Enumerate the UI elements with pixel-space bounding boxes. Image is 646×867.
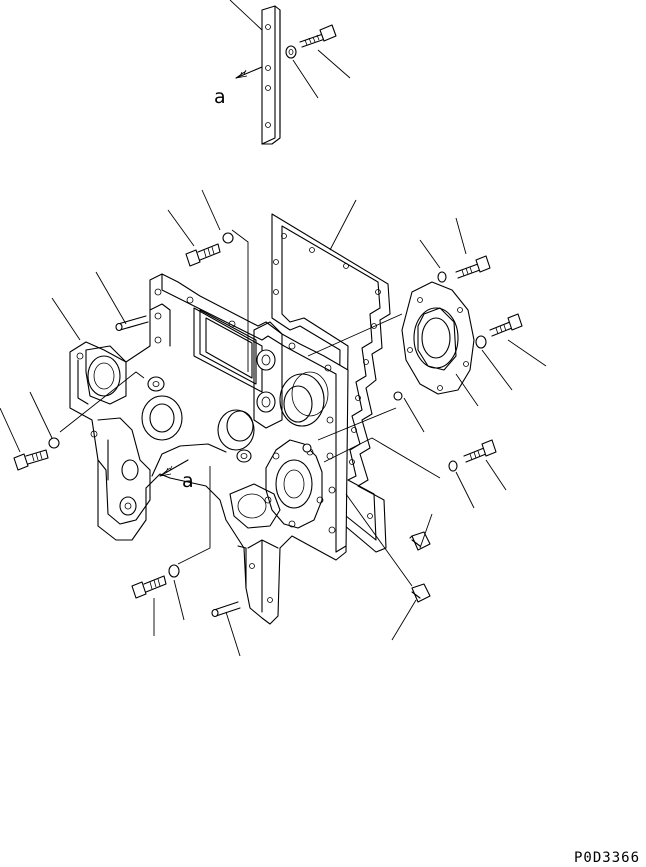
- reference-arrow-a-lower: a: [151, 443, 227, 492]
- leader-lines: [0, 189, 547, 657]
- dowel-pin-lower: [211, 601, 241, 618]
- cover-fastener: [302, 443, 312, 453]
- gear-case-front-cover: [69, 273, 349, 625]
- bracket-washer: [285, 45, 297, 59]
- washer-bottom: [168, 564, 180, 578]
- bracket-bolt: [299, 24, 337, 48]
- bracket-plate: [261, 5, 281, 145]
- washer-left: [48, 437, 60, 449]
- bolt-right-top: [455, 255, 491, 279]
- washer-upper-left: [222, 232, 234, 244]
- bolt-bottom: [131, 575, 167, 599]
- washer-right-middle: [475, 335, 487, 349]
- bolt-left: [13, 449, 49, 471]
- oil-seal-housing: [401, 281, 475, 395]
- washer-right-top: [437, 271, 447, 283]
- dowel-pin-upper: [115, 315, 149, 332]
- washer-right-lower: [448, 460, 458, 472]
- bolt-upper-left: [185, 243, 221, 267]
- plug-lower: [411, 583, 431, 603]
- reference-arrow-a-top: a: [214, 66, 263, 108]
- reference-label-a: a: [214, 86, 226, 108]
- plug-upper: [409, 531, 431, 551]
- drawing-code: P0D3366: [574, 850, 640, 866]
- reference-label-a: a: [182, 470, 194, 492]
- pin-small: [393, 391, 403, 401]
- bolt-right-middle: [489, 313, 523, 337]
- bolt-right-lower: [463, 439, 497, 463]
